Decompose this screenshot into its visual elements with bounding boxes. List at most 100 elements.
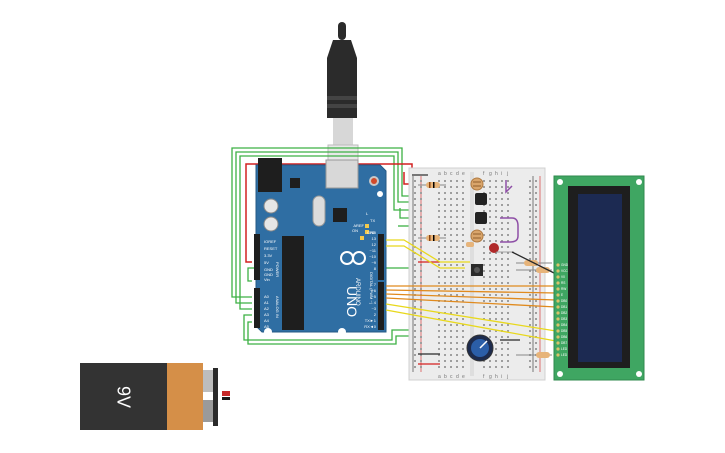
breadboard-hole[interactable]: [501, 240, 503, 242]
photoresistor[interactable]: [470, 177, 484, 191]
breadboard-hole[interactable]: [535, 282, 537, 284]
breadboard-hole[interactable]: [420, 198, 422, 200]
breadboard-hole[interactable]: [483, 300, 485, 302]
breadboard-hole[interactable]: [462, 252, 464, 254]
lcd-pin[interactable]: [556, 329, 560, 333]
breadboard-hole[interactable]: [501, 270, 503, 272]
breadboard-hole[interactable]: [414, 330, 416, 332]
breadboard-hole[interactable]: [438, 258, 440, 260]
lcd-pin-header[interactable]: [556, 263, 560, 357]
breadboard-hole[interactable]: [444, 192, 446, 194]
breadboard-hole[interactable]: [483, 180, 485, 182]
breadboard-hole[interactable]: [507, 234, 509, 236]
breadboard-hole[interactable]: [507, 180, 509, 182]
breadboard-hole[interactable]: [489, 186, 491, 188]
breadboard-hole[interactable]: [450, 318, 452, 320]
breadboard-hole[interactable]: [438, 330, 440, 332]
breadboard-hole[interactable]: [450, 222, 452, 224]
breadboard-hole[interactable]: [529, 300, 531, 302]
breadboard-hole[interactable]: [438, 336, 440, 338]
breadboard-hole[interactable]: [456, 210, 458, 212]
breadboard-hole[interactable]: [489, 258, 491, 260]
breadboard-hole[interactable]: [414, 360, 416, 362]
breadboard-hole[interactable]: [420, 306, 422, 308]
breadboard-hole[interactable]: [444, 318, 446, 320]
breadboard-hole[interactable]: [438, 306, 440, 308]
breadboard-hole[interactable]: [438, 282, 440, 284]
breadboard-hole[interactable]: [444, 216, 446, 218]
breadboard-hole[interactable]: [420, 312, 422, 314]
breadboard-hole[interactable]: [483, 294, 485, 296]
breadboard-hole[interactable]: [444, 180, 446, 182]
breadboard-hole[interactable]: [462, 318, 464, 320]
breadboard-hole[interactable]: [535, 330, 537, 332]
breadboard-hole[interactable]: [456, 366, 458, 368]
breadboard-hole[interactable]: [529, 288, 531, 290]
breadboard-hole[interactable]: [495, 180, 497, 182]
breadboard-hole[interactable]: [456, 276, 458, 278]
breadboard-hole[interactable]: [495, 204, 497, 206]
breadboard-hole[interactable]: [507, 216, 509, 218]
breadboard-hole[interactable]: [483, 228, 485, 230]
breadboard-hole[interactable]: [438, 342, 440, 344]
breadboard-hole[interactable]: [535, 246, 537, 248]
breadboard-hole[interactable]: [414, 204, 416, 206]
breadboard-hole[interactable]: [450, 276, 452, 278]
breadboard-hole[interactable]: [535, 306, 537, 308]
breadboard-hole[interactable]: [489, 252, 491, 254]
breadboard-hole[interactable]: [450, 264, 452, 266]
breadboard-hole[interactable]: [507, 264, 509, 266]
breadboard-hole[interactable]: [462, 216, 464, 218]
breadboard-hole[interactable]: [462, 306, 464, 308]
breadboard-hole[interactable]: [489, 294, 491, 296]
breadboard-hole[interactable]: [495, 324, 497, 326]
breadboard-hole[interactable]: [495, 336, 497, 338]
breadboard-hole[interactable]: [489, 360, 491, 362]
breadboard-hole[interactable]: [501, 264, 503, 266]
breadboard-hole[interactable]: [462, 354, 464, 356]
breadboard-hole[interactable]: [444, 240, 446, 242]
breadboard-hole[interactable]: [529, 360, 531, 362]
breadboard-hole[interactable]: [420, 252, 422, 254]
battery-9v[interactable]: 9V: [80, 363, 230, 430]
breadboard-hole[interactable]: [420, 240, 422, 242]
breadboard-hole[interactable]: [438, 204, 440, 206]
breadboard-hole[interactable]: [444, 342, 446, 344]
breadboard-hole[interactable]: [489, 288, 491, 290]
breadboard-hole[interactable]: [495, 318, 497, 320]
breadboard-hole[interactable]: [420, 216, 422, 218]
lcd-pin[interactable]: [556, 275, 560, 279]
resistor[interactable]: [418, 182, 446, 188]
breadboard-hole[interactable]: [535, 228, 537, 230]
breadboard-hole[interactable]: [529, 276, 531, 278]
breadboard-hole[interactable]: [483, 234, 485, 236]
breadboard-hole[interactable]: [529, 216, 531, 218]
breadboard-hole[interactable]: [462, 294, 464, 296]
breadboard-hole[interactable]: [414, 240, 416, 242]
breadboard-hole[interactable]: [535, 348, 537, 350]
breadboard-hole[interactable]: [462, 240, 464, 242]
breadboard-hole[interactable]: [535, 258, 537, 260]
breadboard-hole[interactable]: [529, 204, 531, 206]
breadboard-hole[interactable]: [507, 366, 509, 368]
power-header[interactable]: [254, 234, 260, 280]
breadboard-hole[interactable]: [495, 258, 497, 260]
breadboard-hole[interactable]: [495, 198, 497, 200]
battery-terminal-positive[interactable]: [203, 370, 213, 392]
breadboard-hole[interactable]: [414, 366, 416, 368]
breadboard-hole[interactable]: [450, 240, 452, 242]
breadboard-hole[interactable]: [420, 264, 422, 266]
digital-header-lower[interactable]: [378, 282, 384, 330]
breadboard-hole[interactable]: [529, 234, 531, 236]
lcd-pin[interactable]: [556, 293, 560, 297]
breadboard-hole[interactable]: [420, 222, 422, 224]
breadboard-hole[interactable]: [444, 264, 446, 266]
breadboard-hole[interactable]: [489, 318, 491, 320]
breadboard-hole[interactable]: [444, 306, 446, 308]
breadboard-hole[interactable]: [456, 222, 458, 224]
breadboard-hole[interactable]: [495, 348, 497, 350]
breadboard-hole[interactable]: [414, 210, 416, 212]
breadboard-hole[interactable]: [450, 234, 452, 236]
breadboard-hole[interactable]: [489, 216, 491, 218]
breadboard-hole[interactable]: [420, 270, 422, 272]
